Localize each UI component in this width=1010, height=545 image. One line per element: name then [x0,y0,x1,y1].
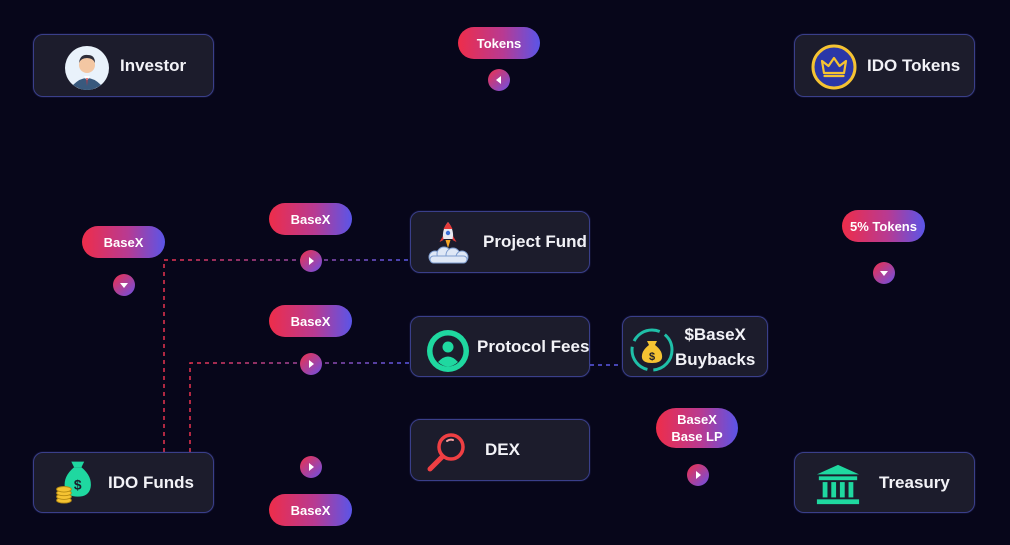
pill-basex-lp-line2: Base LP [671,429,723,444]
pill-basex-bottom: BaseX [269,494,352,526]
node-dex-label: DEX [485,440,520,459]
arrow-right-icon [696,471,701,479]
node-ido-funds-label: IDO Funds [108,472,194,492]
pill-basex-lp-line1: BaseX [677,412,717,427]
rocket-icon [425,219,471,265]
node-buybacks: $ $BaseX Buybacks [622,316,768,377]
arrow-right-protocol-fees [300,353,322,375]
arrow-left-icon [496,76,501,84]
money-bag-coins-icon: $ [52,458,98,508]
arrow-right-treasury [687,464,709,486]
arrow-down-right [873,262,895,284]
pill-basex-lp: BaseX Base LP [656,408,738,448]
node-ido-tokens: IDO Tokens [794,34,975,97]
node-buybacks-label-line1: $BaseX [684,324,746,344]
node-protocol-fees-label: Protocol Fees [477,336,590,356]
svg-text:$: $ [649,351,655,363]
pill-tokens: Tokens [458,27,540,59]
svg-text:$: $ [74,477,82,492]
pill-basex-project-fund: BaseX [269,203,352,235]
node-investor: Investor [33,34,214,97]
user-avatar-icon [64,45,109,90]
arrow-down-icon [120,283,128,288]
node-protocol-fees: Protocol Fees [410,316,590,377]
node-project-fund: Project Fund [410,211,590,273]
node-ido-tokens-label: IDO Tokens [867,55,961,75]
pill-five-pct-tokens: 5% Tokens [842,210,925,242]
arrow-right-project-fund [300,250,322,272]
node-ido-funds: $ IDO Funds [33,452,214,513]
connector-idofunds-protocolfees [189,362,410,452]
node-treasury: Treasury [794,452,975,513]
connector-idofunds-projectfund [163,259,410,452]
arrow-right-icon [309,360,314,368]
user-circle-icon [425,328,469,372]
arrow-right-dex [300,456,322,478]
pill-basex-left: BaseX [82,226,165,258]
arrow-left-tokens [488,69,510,91]
pill-basex-protocol-fees: BaseX [269,305,352,337]
arrow-right-icon [309,463,314,471]
node-buybacks-label-line2: Buybacks [675,349,756,369]
bank-icon [815,461,863,505]
money-bag-icon: $ [629,327,674,371]
node-treasury-label: Treasury [879,472,950,492]
crown-coin-icon [811,44,857,89]
node-project-fund-label: Project Fund [483,232,587,251]
arrow-down-left [113,274,135,296]
magnifier-icon [423,430,465,472]
node-investor-label: Investor [120,55,187,75]
arrow-right-icon [309,257,314,265]
node-dex: DEX [410,419,590,481]
node-buybacks-label: $BaseX Buybacks [675,322,755,372]
arrow-down-icon [880,271,888,276]
